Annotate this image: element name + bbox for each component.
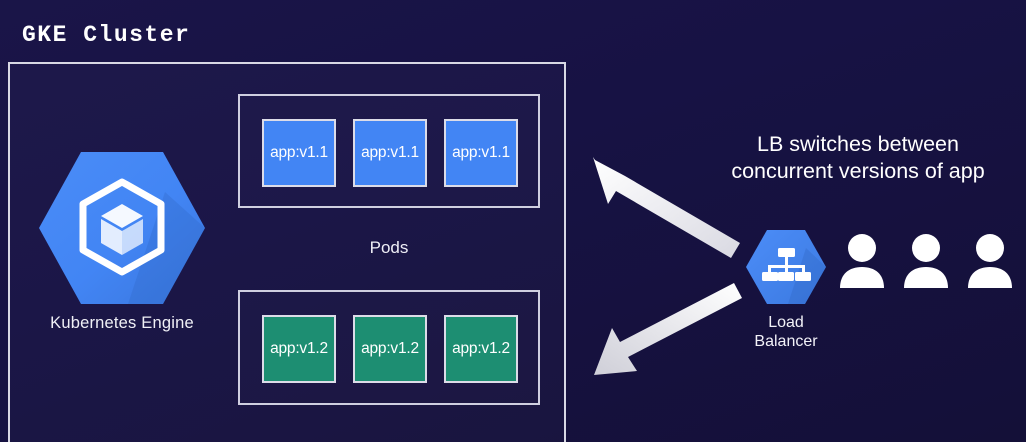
pod-v1-1-1: app:v1.1 [353,119,427,187]
load-balancer-hexagon-icon [742,228,830,311]
load-balancer-label-line1: Load [768,314,804,331]
pod-v1-1-2: app:v1.1 [444,119,518,187]
kubernetes-engine-node: Kubernetes Engine [30,148,214,348]
pod-v1-2-0: app:v1.2 [262,315,336,383]
page-title: GKE Cluster [22,22,191,48]
pod-group-v1-1: app:v1.1 app:v1.1 app:v1.1 [238,94,540,208]
pod-group-v1-2: app:v1.2 app:v1.2 app:v1.2 [238,290,540,405]
users-group [838,232,1014,290]
load-balancer-node: Load Balancer [742,228,830,351]
arrow-to-v1-2-pods [594,283,742,375]
pod-v1-2-1: app:v1.2 [353,315,427,383]
user-person-icon [840,234,884,288]
pod-v1-2-2: app:v1.2 [444,315,518,383]
load-balancer-label-line2: Balancer [754,333,818,350]
lb-caption: LB switches between concurrent versions … [690,131,1026,185]
pod-v1-1-0: app:v1.1 [262,119,336,187]
gke-cluster-boundary [8,62,566,442]
user-person-icon [904,234,948,288]
user-person-icon [968,234,1012,288]
load-balancer-label: Load Balancer [742,313,830,351]
pods-label: Pods [369,238,409,257]
lb-caption-line2: concurrent versions of app [731,159,985,183]
kubernetes-engine-hexagon-icon [33,148,211,308]
kubernetes-engine-label: Kubernetes Engine [50,314,194,332]
lb-caption-line1: LB switches between [757,132,959,156]
